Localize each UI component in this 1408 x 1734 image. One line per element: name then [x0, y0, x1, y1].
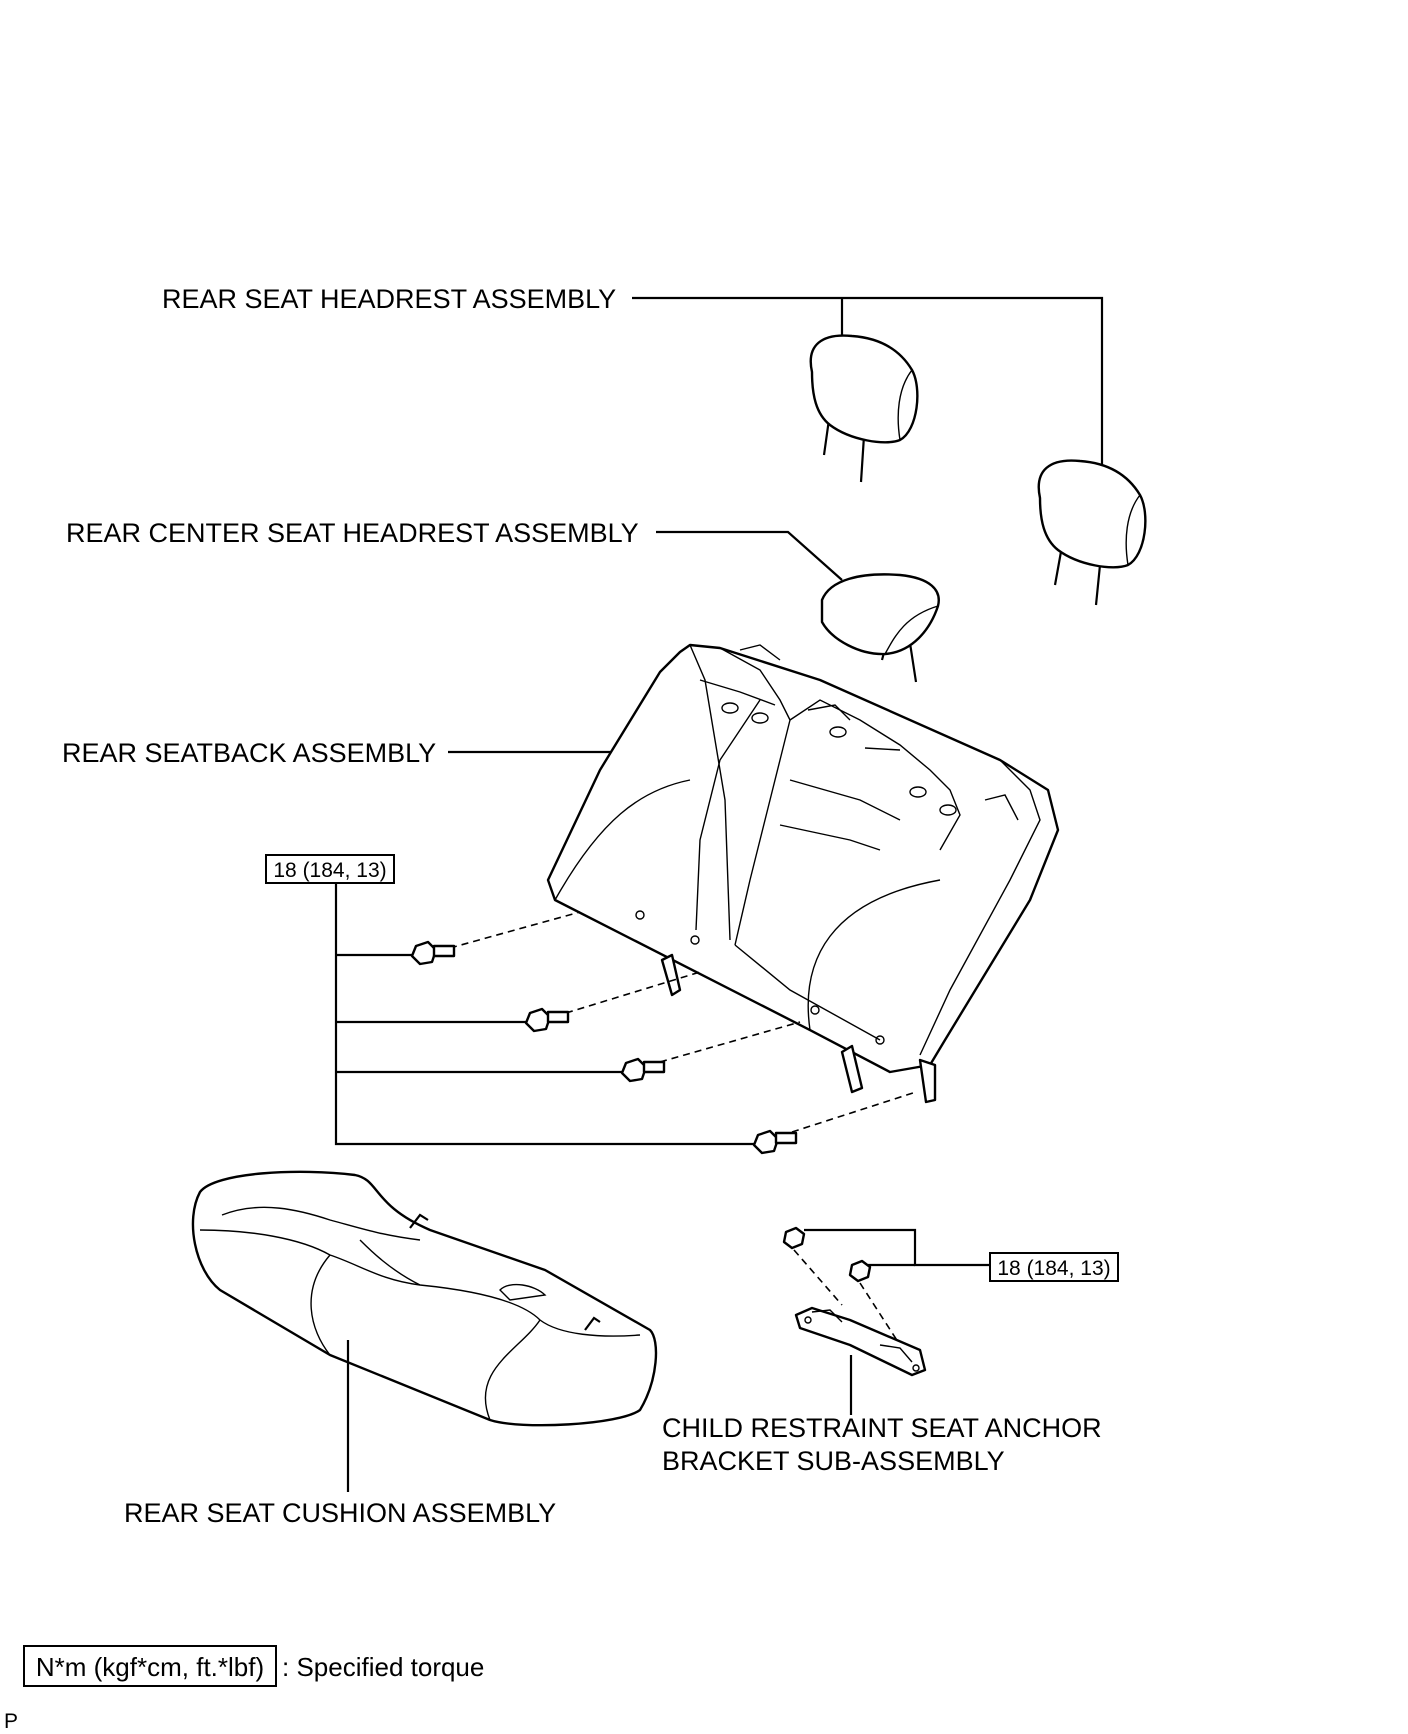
legend-unit-text: N*m (kgf*cm, ft.*lbf) — [36, 1652, 264, 1682]
label-rear-seatback: REAR SEATBACK ASSEMBLY — [62, 738, 436, 768]
torque-leader-anchor-nut-1 — [804, 1228, 992, 1267]
torque-leader-trunk — [334, 883, 758, 1146]
torque-box-anchor — [989, 1252, 1119, 1282]
anchor-bracket-nuts — [782, 1226, 901, 1346]
torque-value-anchor: 18 (184, 13) — [997, 1257, 1110, 1280]
seatback-bolt-3 — [620, 1021, 801, 1083]
leader-rear-center-seat-headrest — [656, 530, 843, 581]
torque-box-seatback — [265, 854, 395, 884]
corner-mark: P — [4, 1710, 18, 1733]
seatback-bolt-2 — [524, 971, 701, 1033]
leader-rear-seat-headrest — [632, 296, 1104, 470]
legend-unit-box — [23, 1645, 277, 1687]
label-rear-center-seat-headrest: REAR CENTER SEAT HEADREST ASSEMBLY — [66, 518, 639, 548]
label-child-anchor-line2: BRACKET SUB-ASSEMBLY — [662, 1446, 1005, 1476]
label-rear-seat-headrest: REAR SEAT HEADREST ASSEMBLY — [162, 284, 616, 314]
legend-description: : Specified torque — [282, 1652, 484, 1682]
label-child-anchor-line1: CHILD RESTRAINT SEAT ANCHOR — [662, 1413, 1102, 1443]
seatback-bolt-4 — [752, 1091, 917, 1155]
rear-seat-cushion-assembly — [191, 1170, 658, 1427]
rear-seatback-assembly — [546, 643, 1060, 1104]
torque-value-seatback: 18 (184, 13) — [273, 859, 386, 882]
rear-seat-headrest-left — [809, 334, 919, 483]
rear-center-seat-headrest — [820, 573, 940, 683]
seatback-bolt-1 — [410, 911, 581, 966]
label-rear-seat-cushion: REAR SEAT CUSHION ASSEMBLY — [124, 1498, 556, 1528]
child-restraint-seat-anchor-bracket — [794, 1306, 927, 1377]
rear-seat-headrest-right — [1037, 459, 1147, 606]
